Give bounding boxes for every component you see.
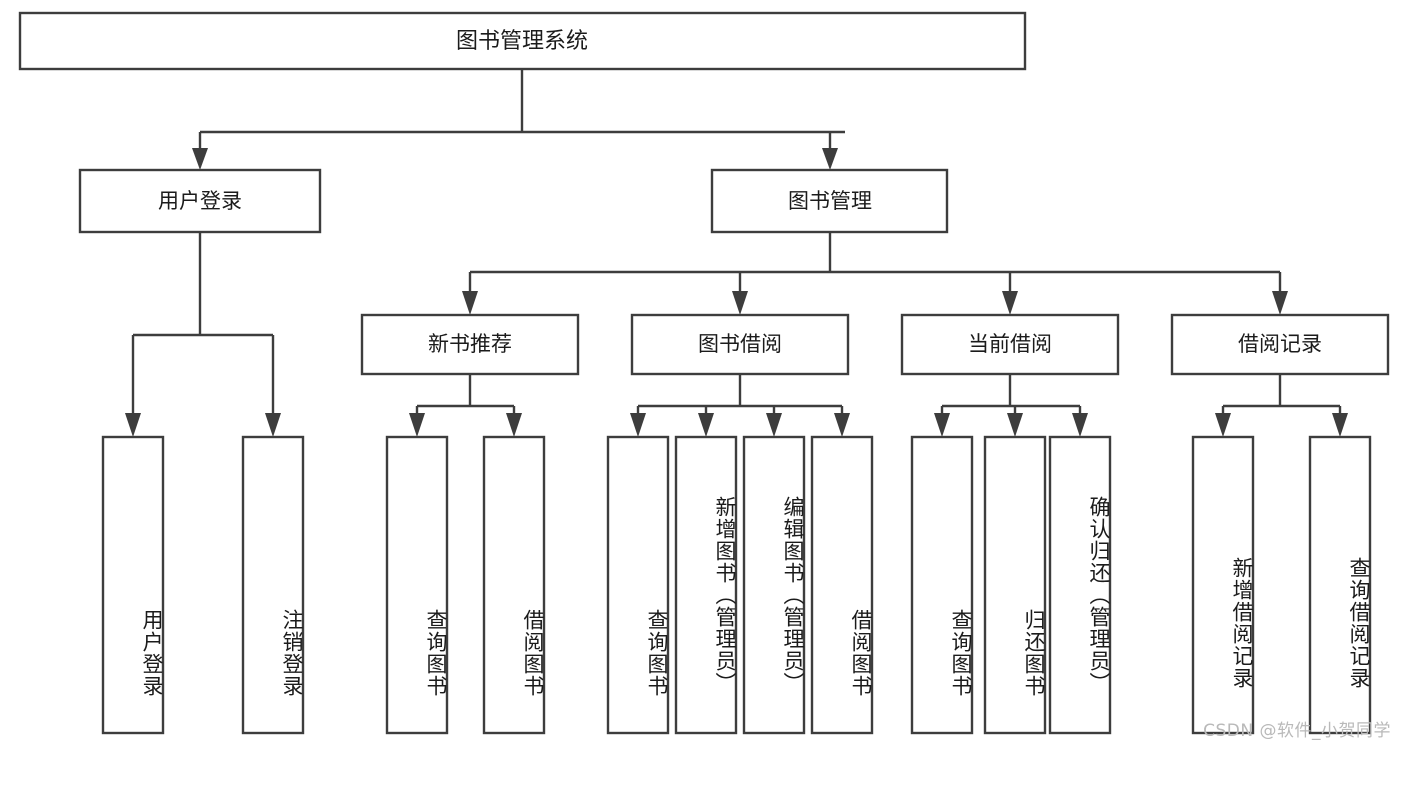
arrowhead-leaf-borrow-book-1	[506, 413, 522, 437]
node-leaf-user-login-box[interactable]	[101, 435, 165, 735]
arrowhead-leaf-query-book-1	[409, 413, 425, 437]
arrowhead-borrow-record	[1272, 291, 1288, 315]
arrowhead-leaf-add-record	[1215, 413, 1231, 437]
arrowhead-user-login	[192, 148, 208, 170]
node-leaf-confirm-return-box[interactable]	[1048, 435, 1112, 735]
node-leaf-edit-book-box[interactable]	[742, 435, 806, 735]
connector-userlogin-trunk	[131, 232, 275, 415]
arrowhead-leaf-user-login	[125, 413, 141, 437]
arrowhead-leaf-return-book	[1007, 413, 1023, 437]
connector-bookborrow-trunk	[636, 374, 844, 415]
arrowhead-current-borrow	[1002, 291, 1018, 315]
arrowhead-leaf-logout	[265, 413, 281, 437]
connectors-layer	[125, 69, 1348, 437]
node-root-box[interactable]	[18, 11, 1027, 71]
flowchart-diagram: 图书管理系统 用户登录 图书管理 新书推荐 图书借阅 当前借阅 借阅记录	[18, 11, 1391, 741]
node-borrow-record-box[interactable]	[1170, 313, 1390, 376]
node-leaf-query-book-2-box[interactable]	[606, 435, 670, 735]
node-leaf-query-book-1-box[interactable]	[385, 435, 449, 735]
node-leaf-return-book-box[interactable]	[983, 435, 1047, 735]
connector-newbook-trunk	[415, 374, 516, 415]
nodes-layer: 图书管理系统 用户登录 图书管理 新书推荐 图书借阅 当前借阅 借阅记录	[18, 11, 1390, 735]
node-leaf-query-record-box[interactable]	[1308, 435, 1372, 735]
connector-currentborrow-trunk	[940, 374, 1082, 415]
arrowhead-leaf-borrow-book-2	[834, 413, 850, 437]
arrowhead-leaf-query-book-3	[934, 413, 950, 437]
node-book-manage-label: 图书管理	[788, 189, 872, 213]
arrowhead-leaf-query-book-2	[630, 413, 646, 437]
node-borrow-record-label: 借阅记录	[1238, 332, 1322, 356]
node-leaf-add-record-box[interactable]	[1191, 435, 1255, 735]
tree-svg-canvas: 图书管理系统 用户登录 图书管理 新书推荐 图书借阅 当前借阅 借阅记录	[18, 11, 1390, 735]
connector-bookmanage-trunk	[468, 232, 1282, 293]
arrowhead-leaf-add-book	[698, 413, 714, 437]
csdn-watermark: CSDN @软件_小贺同学	[1203, 721, 1391, 741]
arrowhead-book-borrow	[732, 291, 748, 315]
node-new-book-rec-box[interactable]	[360, 313, 580, 376]
node-book-borrow-box[interactable]	[630, 313, 850, 376]
arrowhead-leaf-confirm-return	[1072, 413, 1088, 437]
node-leaf-borrow-book-1-box[interactable]	[482, 435, 546, 735]
node-leaf-borrow-book-2-box[interactable]	[810, 435, 874, 735]
node-root-label: 图书管理系统	[456, 29, 588, 54]
arrowhead-new-book-rec	[462, 291, 478, 315]
connector-borrowrecord-trunk	[1221, 374, 1342, 415]
node-current-borrow-label: 当前借阅	[968, 332, 1052, 356]
arrowhead-leaf-query-record	[1332, 413, 1348, 437]
node-book-borrow-label: 图书借阅	[698, 332, 782, 356]
node-user-login-label: 用户登录	[158, 189, 242, 213]
node-new-book-rec-label: 新书推荐	[428, 332, 512, 356]
node-leaf-add-book-box[interactable]	[674, 435, 738, 735]
node-user-login-box[interactable]	[78, 168, 322, 234]
connector-root-trunk	[198, 69, 845, 150]
node-current-borrow-box[interactable]	[900, 313, 1120, 376]
node-book-manage-box[interactable]	[710, 168, 949, 234]
node-leaf-logout-box[interactable]	[241, 435, 305, 735]
node-leaf-query-book-3-box[interactable]	[910, 435, 974, 735]
arrowhead-book-manage	[822, 148, 838, 170]
arrowhead-leaf-edit-book	[766, 413, 782, 437]
